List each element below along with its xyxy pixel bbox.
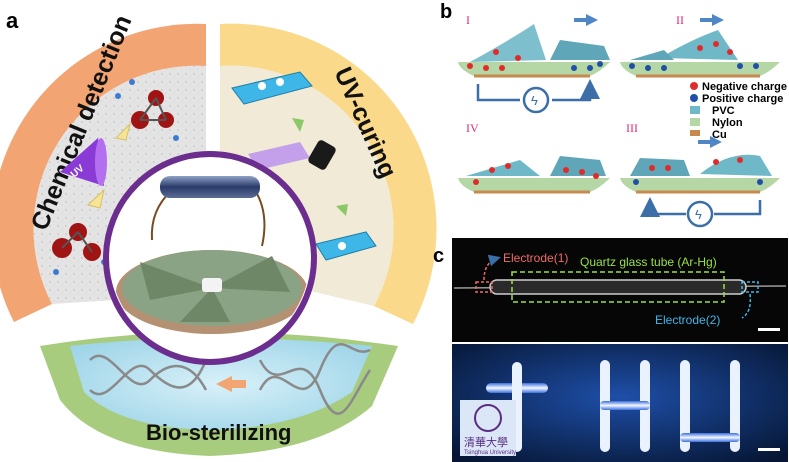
stage-2-label: II xyxy=(676,13,684,27)
stage-1-label: I xyxy=(466,13,470,27)
pvc-swatch-icon xyxy=(690,106,700,114)
chemical-ring xyxy=(0,23,206,322)
stage-4-label: IV xyxy=(466,121,479,135)
uv-cone-icon xyxy=(60,138,104,186)
tube-label: Quartz glass tube (Ar-Hg) xyxy=(580,255,717,269)
stage-3-label: III xyxy=(626,121,638,135)
stage-4: IV xyxy=(458,121,610,194)
electrode-2-label: Electrode(2) xyxy=(655,313,720,327)
logo-subtext: Tsinghua University xyxy=(464,450,516,456)
lightning-icon: ϟ xyxy=(695,207,702,222)
logo-text: 清華大學 xyxy=(464,435,508,449)
nylon-swatch-icon xyxy=(690,118,700,126)
legend-nylon: Nylon xyxy=(712,117,743,129)
stage-3: III xyxy=(620,121,780,194)
tsinghua-logo: 清華大學 Tsinghua University xyxy=(460,400,516,456)
panel-c: c Electrode(1) Quartz glass tube (Ar-Hg)… xyxy=(433,238,788,462)
panel-c-label: c xyxy=(433,245,444,267)
uv-ring xyxy=(220,23,437,324)
arrow-up-icon xyxy=(86,188,105,209)
circuit-bottom xyxy=(640,197,762,228)
lamp-tube-icon xyxy=(160,176,260,198)
arrow-up-icon xyxy=(114,122,131,141)
legend-pvc: PVC xyxy=(712,105,735,117)
arrow-left-icon xyxy=(216,376,232,392)
negative-charge-icon xyxy=(690,82,698,90)
electrode-1-label: Electrode(1) xyxy=(503,251,568,265)
scale-bar xyxy=(758,328,780,331)
lightning-icon: ϟ xyxy=(531,93,538,108)
quartz-tube xyxy=(489,279,747,295)
stage-1: I xyxy=(458,13,610,78)
cu-swatch-icon xyxy=(690,130,700,136)
scale-bar xyxy=(758,448,780,451)
device-illustration xyxy=(110,158,310,358)
legend-positive: Positive charge xyxy=(702,93,783,105)
tube-highlight-box xyxy=(511,271,725,303)
positive-charge-icon xyxy=(690,94,698,102)
dna-icons xyxy=(89,343,372,415)
circuit-top xyxy=(476,79,600,114)
panel-a: a Chemical detection UV-curing Bio-steri… xyxy=(0,8,437,456)
glowing-letters xyxy=(486,360,740,452)
panel-b: b I II IV III xyxy=(440,1,787,228)
bio-title: Bio-sterilizing xyxy=(146,420,291,445)
charge-dots xyxy=(467,41,763,185)
uv-curing-icons xyxy=(231,71,377,261)
legend-cu: Cu xyxy=(712,129,727,141)
panel-b-label: b xyxy=(440,1,452,23)
legend: Negative charge Positive charge PVC Nylo… xyxy=(690,81,787,141)
molecule-icons xyxy=(52,79,179,275)
legend-negative: Negative charge xyxy=(702,81,787,93)
panel-a-label: a xyxy=(6,8,19,33)
